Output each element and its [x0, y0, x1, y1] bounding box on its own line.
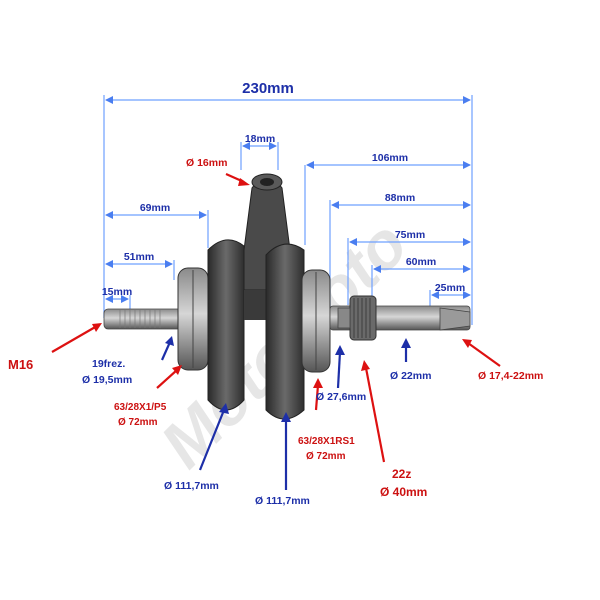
- crankshaft: [103, 173, 471, 420]
- label-small-end: Ø 16mm: [186, 157, 227, 169]
- pointer-arrows: [51, 172, 501, 490]
- label-shaft-end: Ø 17,4-22mm: [478, 370, 543, 382]
- label-left-bearing-code: 63/28X1/P5: [114, 402, 167, 413]
- dim-88: 88mm: [385, 192, 415, 204]
- dim-75: 75mm: [395, 229, 425, 241]
- dim-69: 69mm: [140, 202, 170, 214]
- label-gear-diameter: Ø 40mm: [380, 485, 427, 499]
- left-flywheel: [207, 239, 245, 411]
- label-thread: M16: [8, 357, 33, 372]
- dim-15: 15mm: [102, 286, 132, 298]
- label-left-flywheel: Ø 111,7mm: [164, 480, 219, 492]
- left-spline-stub: [103, 308, 185, 330]
- right-flywheel: [265, 243, 305, 420]
- label-gear-teeth: 22z: [392, 467, 411, 481]
- label-left-bearing-diameter: Ø 72mm: [118, 417, 158, 428]
- dim-total-length: 230mm: [242, 80, 294, 97]
- label-right-flywheel: Ø 111,7mm: [255, 495, 310, 507]
- label-spline-count: 19frez.: [92, 358, 125, 370]
- label-right-bearing-diameter: Ø 72mm: [306, 451, 346, 462]
- dim-106: 106mm: [372, 152, 408, 164]
- dimension-lines: [103, 95, 473, 325]
- dim-51: 51mm: [124, 251, 154, 263]
- label-spline-diameter: Ø 19,5mm: [82, 374, 132, 386]
- dim-25: 25mm: [435, 282, 465, 294]
- label-shaft-diameter: Ø 22mm: [390, 370, 431, 382]
- dim-60: 60mm: [406, 256, 436, 268]
- label-seat-diameter: Ø 27,6mm: [316, 391, 366, 403]
- dim-rod-width: 18mm: [245, 133, 275, 145]
- tapered-end: [439, 307, 471, 331]
- label-right-bearing-code: 63/28X1RS1: [298, 436, 355, 447]
